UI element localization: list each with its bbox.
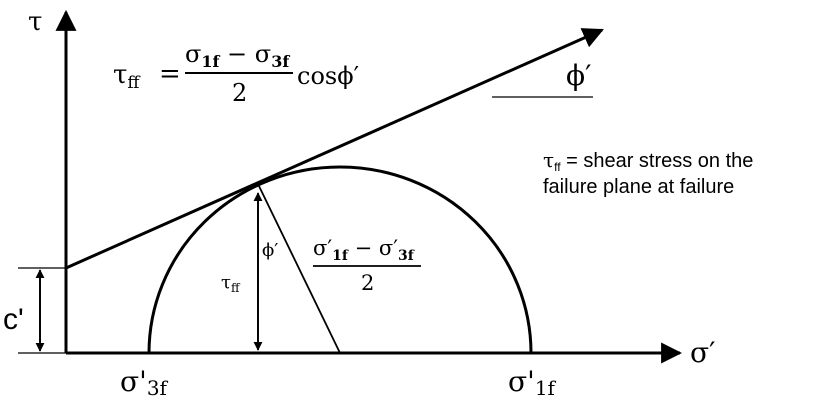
failure-envelope — [65, 28, 604, 270]
tau-ff-definition: τff = shear stress on the failure plane … — [543, 148, 753, 198]
sigma-axis-label: σ′ — [690, 336, 715, 369]
svg-text:cosϕ′: cosϕ′ — [297, 62, 359, 90]
svg-text:σ′1f − σ′3f: σ′1f − σ′3f — [313, 236, 415, 264]
radius-formula: σ′1f − σ′3f 2 — [313, 236, 421, 295]
formula-top: τff = σ1f − σ3f 2 cosϕ′ — [113, 40, 359, 107]
angle-label-top: ϕ′ — [566, 59, 591, 92]
svg-text:τff = shear stress on the: τff = shear stress on the — [543, 148, 753, 174]
mohr-circle — [147, 165, 533, 354]
svg-text:failure plane at failure: failure plane at failure — [543, 176, 734, 198]
svg-text:=: = — [159, 59, 181, 89]
cohesion-label: c' — [3, 303, 24, 336]
tau-ff-label: τff — [221, 272, 241, 295]
svg-text:2: 2 — [361, 271, 374, 295]
sigma1-label: σ'1f — [508, 365, 557, 400]
svg-text:σ1f − σ3f: σ1f − σ3f — [185, 40, 290, 71]
tau-axis-label: τ — [28, 7, 42, 37]
radius-line — [257, 183, 341, 354]
svg-text:τff: τff — [113, 60, 141, 93]
sigma3-label: σ'3f — [120, 365, 169, 400]
svg-text:2: 2 — [232, 79, 247, 107]
angle-label-inner: ϕ′ — [262, 240, 278, 261]
